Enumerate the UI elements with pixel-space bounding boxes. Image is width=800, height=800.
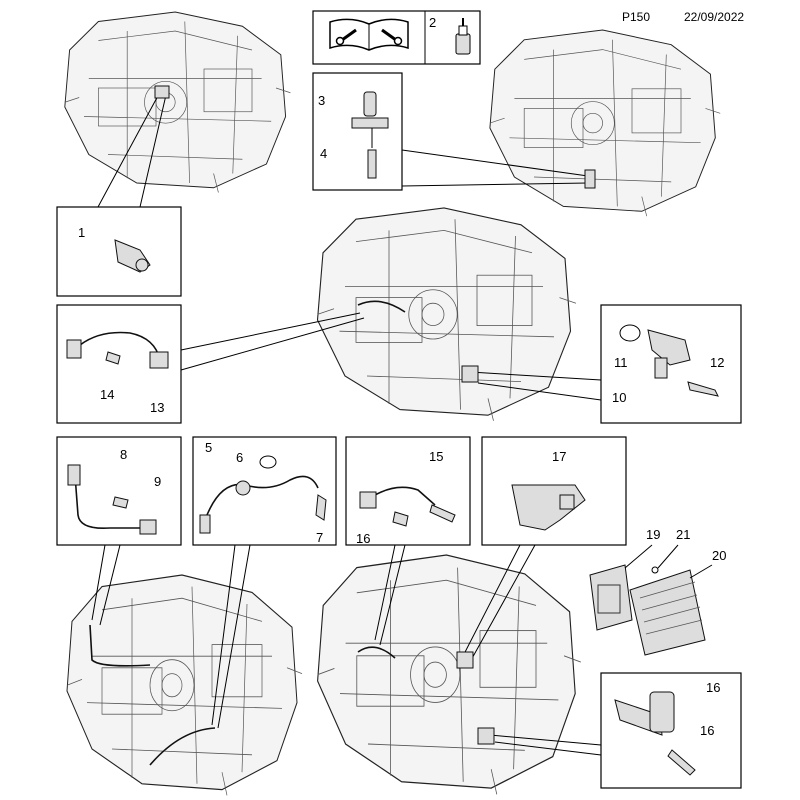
- leader-18: [461, 544, 536, 663]
- sealant-bottle-icon: [455, 18, 471, 55]
- legend-item-2-label: 2: [429, 15, 436, 30]
- callout-10: 10: [612, 390, 626, 405]
- callout-19: 19: [646, 527, 660, 542]
- page-date: 22/09/2022: [684, 10, 745, 24]
- callout-11: 11: [614, 355, 628, 370]
- leader-1: [97, 91, 167, 208]
- sensor-mark-bottom-center: [456, 651, 474, 669]
- transmission-center: [316, 207, 577, 422]
- leader-15-16: [374, 544, 406, 646]
- callout-12: 12: [710, 355, 724, 370]
- sensor-mark-top-right: [584, 169, 596, 189]
- detail-box-8-9: [56, 436, 182, 546]
- legend-box: 2: [312, 10, 481, 65]
- control-module: [589, 564, 706, 656]
- callout-6: 6: [236, 450, 243, 465]
- transmission-top-left: [64, 11, 291, 193]
- detail-box-5-7: [192, 436, 337, 546]
- sensor-mark-bottom-right: [477, 727, 495, 745]
- callout-4: 4: [320, 146, 327, 161]
- callout-14: 14: [100, 387, 114, 402]
- detail-box-15-16: [345, 436, 471, 546]
- leader-13-14: [180, 312, 365, 371]
- callout-1: 1: [78, 225, 85, 240]
- harness-mark-center: [357, 300, 406, 313]
- callout-16-a: 16: [356, 531, 370, 546]
- sensor-mark-center: [461, 365, 479, 383]
- leader-16-17: [489, 734, 602, 756]
- callout-8: 8: [120, 447, 127, 462]
- callout-17: 16: [706, 680, 720, 695]
- manual-wrench-icon: [329, 18, 409, 51]
- callout-3: 3: [318, 93, 325, 108]
- transmission-bottom-center: [316, 554, 582, 796]
- callout-21: 21: [676, 527, 690, 542]
- detail-box-16-17: [600, 672, 742, 789]
- leader-5-7: [211, 544, 251, 729]
- leader-3-4: [401, 149, 589, 177]
- detail-box-10-12: [600, 304, 742, 424]
- transmission-top-right: [489, 29, 721, 217]
- callout-9: 9: [154, 474, 161, 489]
- detail-box-1: [56, 206, 182, 297]
- harness-mark-bottom-center: [357, 646, 396, 659]
- sensor-mark-top-left: [154, 85, 170, 99]
- detail-box-13-14: [56, 304, 182, 424]
- leader-8-9: [91, 544, 121, 626]
- detail-box-18: [481, 436, 627, 546]
- callout-20: 20: [712, 548, 726, 563]
- transmission-bottom-left: [66, 574, 303, 796]
- harness-mark-bottom: [149, 727, 216, 766]
- detail-box-3-4: [312, 72, 403, 191]
- callout-5: 5: [205, 440, 212, 455]
- callout-16-b: 16: [700, 723, 714, 738]
- harness-mark-bottom-left: [89, 624, 151, 667]
- callout-13: 13: [150, 400, 164, 415]
- callout-15: 15: [429, 449, 443, 464]
- callout-18: 17: [552, 449, 566, 464]
- leader-10-12: [469, 371, 602, 401]
- page-code: P150: [622, 10, 651, 24]
- callout-7: 7: [316, 530, 323, 545]
